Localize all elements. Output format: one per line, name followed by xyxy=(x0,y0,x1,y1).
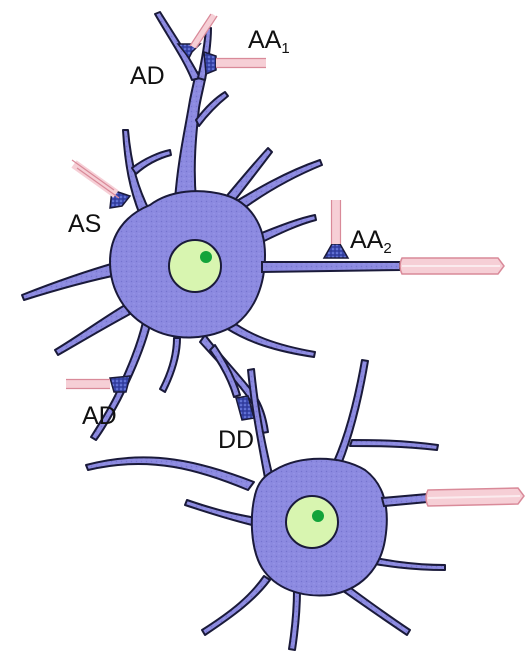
label-aa2-subscript: 2 xyxy=(383,240,391,257)
synaptic-terminal-icon xyxy=(110,376,130,392)
lower-neuron-nucleolus xyxy=(312,510,324,522)
label-aa1: AA1 xyxy=(248,28,290,56)
synapse-ad-bottom xyxy=(66,376,130,392)
label-aa2-base: AA xyxy=(350,226,383,254)
synapse-aa2 xyxy=(324,200,348,258)
synaptic-terminal-icon xyxy=(204,52,216,74)
label-ad-bottom: AD xyxy=(82,404,117,429)
synapse-as xyxy=(72,160,130,208)
lower-neuron-nucleus xyxy=(286,496,338,548)
upper-neuron-axon xyxy=(262,262,400,272)
label-ad-top: AD xyxy=(130,64,165,89)
synaptic-terminal-icon xyxy=(324,244,348,258)
label-dd: DD xyxy=(218,428,254,453)
label-as: AS xyxy=(68,212,101,237)
upper-neuron-nucleus xyxy=(169,240,221,292)
upper-neuron-nucleolus xyxy=(200,251,212,263)
lower-neuron xyxy=(86,360,524,650)
lower-neuron-axon xyxy=(382,494,428,506)
label-aa1-subscript: 1 xyxy=(281,40,289,57)
label-aa2: AA2 xyxy=(350,228,392,256)
label-aa1-base: AA xyxy=(248,26,281,54)
